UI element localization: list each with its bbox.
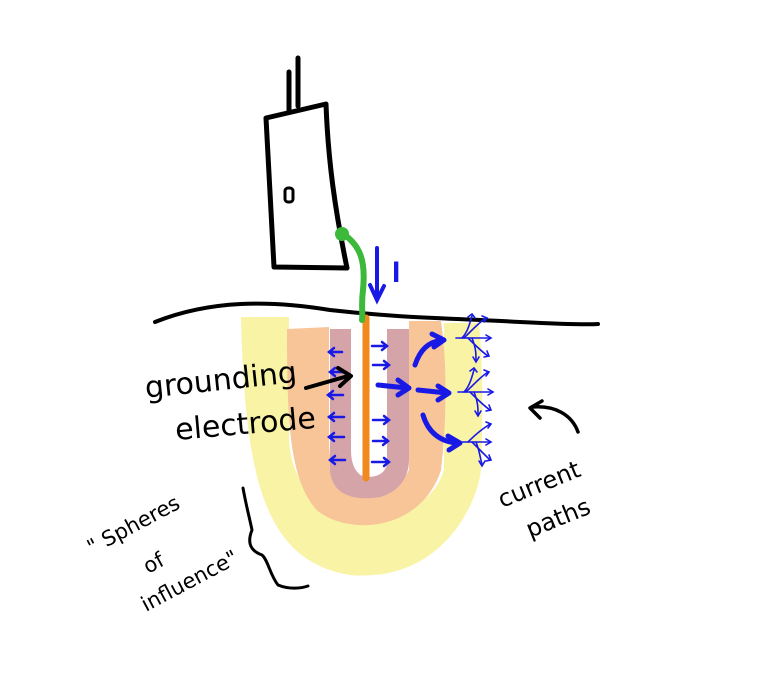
current-arrow-icon (368, 246, 386, 305)
inner-sphere-of-influence (330, 329, 409, 499)
main-current-arrows (375, 331, 463, 453)
label-of: of (139, 547, 169, 578)
branching-current-paths (455, 312, 495, 468)
spheres-bracket (241, 486, 310, 590)
label-spheres: " Spheres (83, 491, 184, 560)
electrode-pointer-arrow (304, 366, 353, 390)
lead-wire (339, 230, 367, 323)
ground-surface-line (153, 301, 600, 327)
ground-meter-device (263, 55, 350, 271)
current-symbol: I (392, 256, 400, 289)
current-paths-pointer-arrow (528, 399, 580, 434)
lead-connection-point (335, 227, 349, 241)
